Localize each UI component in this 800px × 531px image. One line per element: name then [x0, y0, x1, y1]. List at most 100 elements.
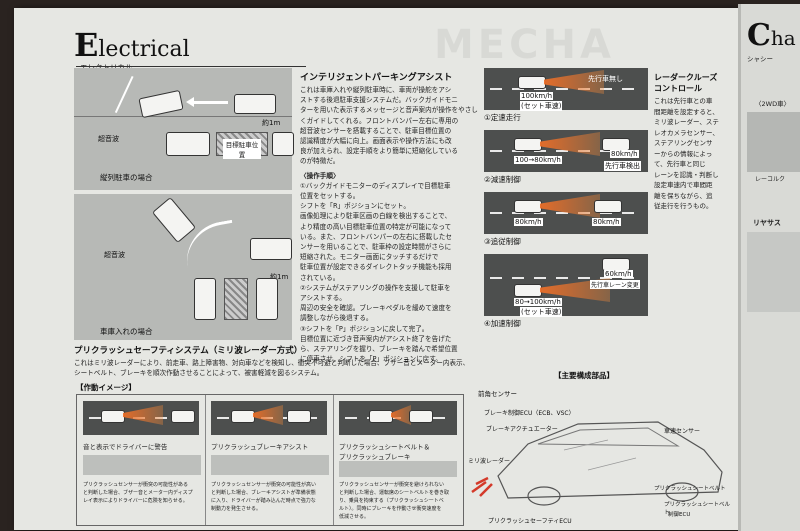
next-panel-1 — [747, 112, 800, 172]
part-front-sensor: 前角センサー — [478, 390, 517, 398]
text-line: プリクラッシュセンサーが衝突を避けられない — [339, 482, 445, 488]
acc4-set: (セット車速) — [520, 307, 563, 317]
text-line: レイ表示によりドライバーに危険を知らせる。 — [83, 498, 188, 504]
op-lead-3 — [409, 410, 433, 423]
acc3-speed: 80km/h — [514, 218, 543, 226]
op-col-2: プリクラッシュブレーキアシスト プリクラッシュセンサーが衝突の可能性が高い と判… — [211, 441, 329, 512]
arrow-head-icon — [186, 97, 194, 107]
text-line: に入り、ドライバーが踏み込んだ時点で強力な — [211, 498, 316, 504]
garage-sonar-label: 超音波 — [104, 251, 125, 259]
text-line: と判断した場合、運転席のシートベルトを巻き取 — [339, 490, 450, 496]
sonar-label: 超音波 — [98, 135, 119, 143]
op-car-3 — [369, 410, 393, 423]
op-lead-2 — [287, 410, 311, 423]
part-radar: ミリ波レーダー — [468, 458, 511, 465]
parking-intro: これは車庫入れや縦列駐車時に、車両が操舵をアシ ストする後退駐車支援システムだ。… — [300, 85, 480, 167]
text-line: 低減させる。 — [339, 514, 370, 520]
text-line: シフトを「R」ポジションにセット。 — [300, 202, 410, 211]
text-line: 設定車速内で車間距 — [654, 181, 713, 189]
text-line: ③シフトを「P」ポジションに戻して完了。 — [300, 324, 429, 333]
op-beam-1 — [123, 405, 163, 425]
text-line: 間距離を設定すると、 — [654, 107, 719, 116]
part-actuator: ブレーキアクチュエーター — [486, 426, 558, 433]
procedure-text: ①バックガイドモニターのディスプレイで目標駐車 位置をセットする。 シフトを「R… — [300, 181, 480, 365]
text-line: ミリ波レーダー、ステ — [654, 118, 719, 126]
garage-car-left — [194, 278, 216, 320]
magazine-page: Electrical エレクトリカル MECHA 目標駐車位置 超音波 約1m … — [14, 8, 738, 530]
text-line: ストする後退駐車支援システムだ。バックガイドモニ — [300, 96, 458, 105]
text-line: くガイドしてくれる。フロントバンパー左右に専用の — [300, 116, 459, 125]
text-line: されている。 — [300, 273, 340, 282]
text-line: と判断した場合、ブレーキアシストが準備状態 — [211, 490, 316, 496]
procedure-title: 〈操作手順〉 — [300, 171, 340, 180]
text-line: ーからの情報によっ — [654, 149, 713, 158]
acc-road-2: 100→80km/h 80km/h 先行車検出 — [484, 130, 648, 172]
header-underline — [76, 66, 306, 67]
acc4-front: 60km/h — [604, 270, 633, 278]
acc1-set: (セット車速) — [520, 101, 563, 111]
text-line: て、先行車と同じ — [654, 160, 706, 168]
text-line: ら、ステアリングを握り、ブレーキを踏んで希望位置 — [300, 345, 458, 354]
text-line: ンサーを用いることで、駐車枠の設定時間がさらに — [300, 243, 452, 252]
op-col-2-screen — [211, 455, 329, 475]
pcs-section: プリクラッシュセーフティシステム（ミリ波レーダー方式） これはミリ波レーダーによ… — [74, 344, 724, 378]
text-line: 良が加えられ、設定手順をより簡単に短縮化している — [300, 147, 458, 156]
next-label-2: リヤサス — [753, 219, 781, 227]
car-illustration — [471, 421, 723, 506]
parking-text: インテリジェントパーキングアシスト これは車庫入れや縦列駐車時に、車両が操舵をア… — [300, 70, 480, 364]
text-line: 調整しながら後退する。 — [300, 314, 373, 323]
text-line: ②システムがステアリングの操作を支援して駐車を — [300, 283, 451, 292]
acc1-speed: 100km/h — [520, 92, 554, 100]
next-kana: シャシー — [747, 55, 773, 63]
parked-car-left — [166, 132, 210, 156]
parallel-caption: 縦列駐車の場合 — [100, 173, 153, 182]
text-line: 超音波センサーを搭載することで、駐車目標位置の — [300, 126, 452, 135]
next-initial: C — [747, 18, 771, 53]
text-line: レオカメラセンサー、 — [654, 128, 719, 137]
op-col-3-title: プリクラッシュシートベルト＆ — [339, 443, 430, 451]
lead-car-3 — [594, 200, 622, 213]
part-seatbelt: プリクラッシュシートベルト — [654, 486, 726, 492]
acc2-speed: 100→80km/h — [514, 156, 562, 164]
op-col-1: 音と表示でドライバーに警告 プリクラッシュセンサーが衝突の可能性がある と判断し… — [83, 441, 201, 504]
next-panel-2 — [747, 232, 800, 312]
op-image-frame: 音と表示でドライバーに警告 プリクラッシュセンサーが衝突の可能性がある と判断し… — [76, 394, 464, 526]
op-image-title: 【作動イメージ】 — [76, 383, 136, 392]
text-line: シートベルト、ブレーキを順次作動させることによって、被害軽減を図るシステム。 — [74, 369, 324, 378]
next-label-1: レーコルク — [755, 176, 786, 183]
curb-line — [74, 116, 292, 117]
garage-car-right — [256, 278, 278, 320]
acc2-extra: 先行車検出 — [604, 161, 641, 171]
acc3-caption: ③追従制御 — [484, 237, 521, 246]
text-line: 位置をセットする。 — [300, 192, 360, 201]
header-initial: E — [74, 26, 99, 64]
text-line: り、乗員を拘束する（プリクラッシュシートベ — [339, 498, 444, 504]
text-line: のが特徴だ。 — [300, 157, 340, 166]
header-ghost-text: MECHA — [434, 22, 615, 68]
text-line: ①バックガイドモニターのディスプレイで目標駐車 — [300, 181, 451, 190]
part-seatbelt-ecu: プリクラッシュシートベルト — [664, 502, 731, 516]
next-tag: 〈2WD車〉 — [755, 100, 791, 108]
text-line: 認識精度が大幅に向上。画面表示や操作方法にも改 — [300, 137, 452, 146]
pcs-title: プリクラッシュセーフティシステム（ミリ波レーダー方式） — [74, 346, 303, 356]
op-col-1-screen — [83, 455, 201, 475]
op-beam-3 — [391, 405, 411, 425]
text-line: 離を保ちながら、追 — [654, 191, 713, 200]
part-seatbelt-ecu-2: 制御ECU — [668, 512, 691, 518]
text-line: に停車させ、シフトを「P」ポジションに戻す。 — [300, 355, 442, 364]
text-line: ステアリングセンサ — [654, 139, 713, 147]
garage-target-box — [224, 278, 248, 320]
part-pcs-ecu: プリクラッシュセーフティECU — [488, 518, 572, 525]
acc-body: これは先行車との車 間距離を設定すると、 ミリ波レーダー、ステ レオカメラセンサ… — [654, 96, 736, 212]
text-line: 周辺の安全を確認。ブレーキペダルを緩めて速度を — [300, 304, 452, 313]
parked-car-right — [272, 132, 294, 156]
section-header: Electrical エレクトリカル — [74, 26, 254, 72]
moving-car-1 — [234, 94, 276, 114]
op-col-3-screen — [339, 461, 457, 477]
text-line: 目標位置に近づき音声案内がアシスト終了を告げた — [300, 334, 452, 343]
op-road-2 — [211, 401, 327, 435]
text-line: これは先行車との車 — [654, 97, 713, 105]
parts-title: 【主要構成部品】 — [554, 371, 614, 380]
op-road-3 — [339, 401, 457, 435]
text-line: プリクラッシュセンサーが衝突の可能性が高い — [211, 482, 317, 488]
